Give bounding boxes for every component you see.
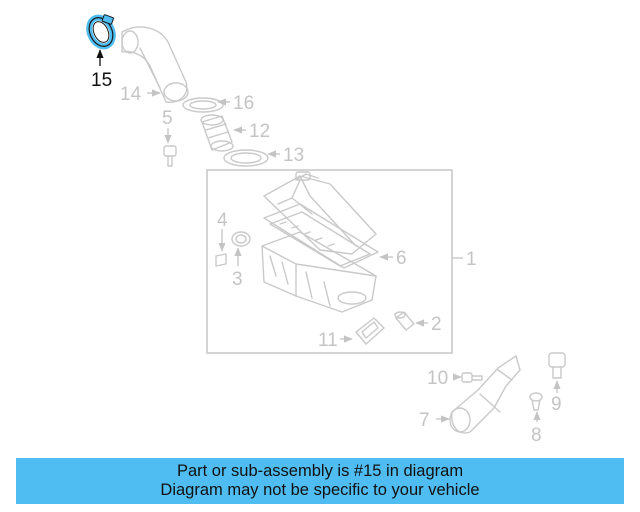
caption-line-2: Diagram may not be specific to your vehi…	[160, 481, 480, 499]
assembly-frame-part-1	[206, 169, 453, 354]
intake-hose-part-14	[121, 26, 189, 103]
callout-label: 11	[318, 330, 338, 351]
upper-housing	[263, 171, 377, 255]
bolt-part-5	[163, 145, 177, 167]
grommet-part-9	[548, 352, 566, 379]
clip-part-2	[394, 311, 415, 331]
callout-label: 15	[91, 70, 112, 91]
callout-label: 4	[217, 210, 228, 231]
filter-element-part-6	[263, 203, 379, 269]
seal-ring-part-13	[223, 149, 269, 167]
callout-label: 16	[233, 93, 254, 114]
caption-line-1: Part or sub-assembly is #15 in diagram	[176, 462, 464, 480]
callout-label: 12	[249, 121, 270, 142]
caption-banner: Part or sub-assembly is #15 in diagram D…	[16, 458, 624, 504]
adapter-part-12	[200, 114, 234, 152]
callout-label: 1	[466, 249, 477, 270]
bolt-part-10	[461, 372, 483, 383]
clip-part-8	[529, 392, 543, 411]
grommet-part-3	[231, 231, 251, 247]
callout-label: 2	[431, 314, 442, 335]
callout-label: 9	[551, 394, 562, 415]
hose-clamp-part-15[interactable]	[85, 14, 118, 50]
callout-label: 3	[232, 269, 243, 290]
grommet-pin-part-4	[215, 253, 227, 267]
gasket-part-11	[355, 317, 385, 345]
callout-label: 5	[162, 108, 173, 129]
callout-label: 8	[531, 425, 542, 446]
inlet-duct-part-7	[449, 355, 521, 434]
callout-label: 14	[120, 84, 142, 105]
callout-label: 13	[283, 145, 304, 166]
callout-label: 6	[396, 248, 407, 269]
lower-housing	[261, 231, 377, 313]
callout-label: 10	[427, 368, 448, 389]
callout-label: 7	[419, 410, 430, 431]
gasket-part-16	[182, 97, 224, 113]
